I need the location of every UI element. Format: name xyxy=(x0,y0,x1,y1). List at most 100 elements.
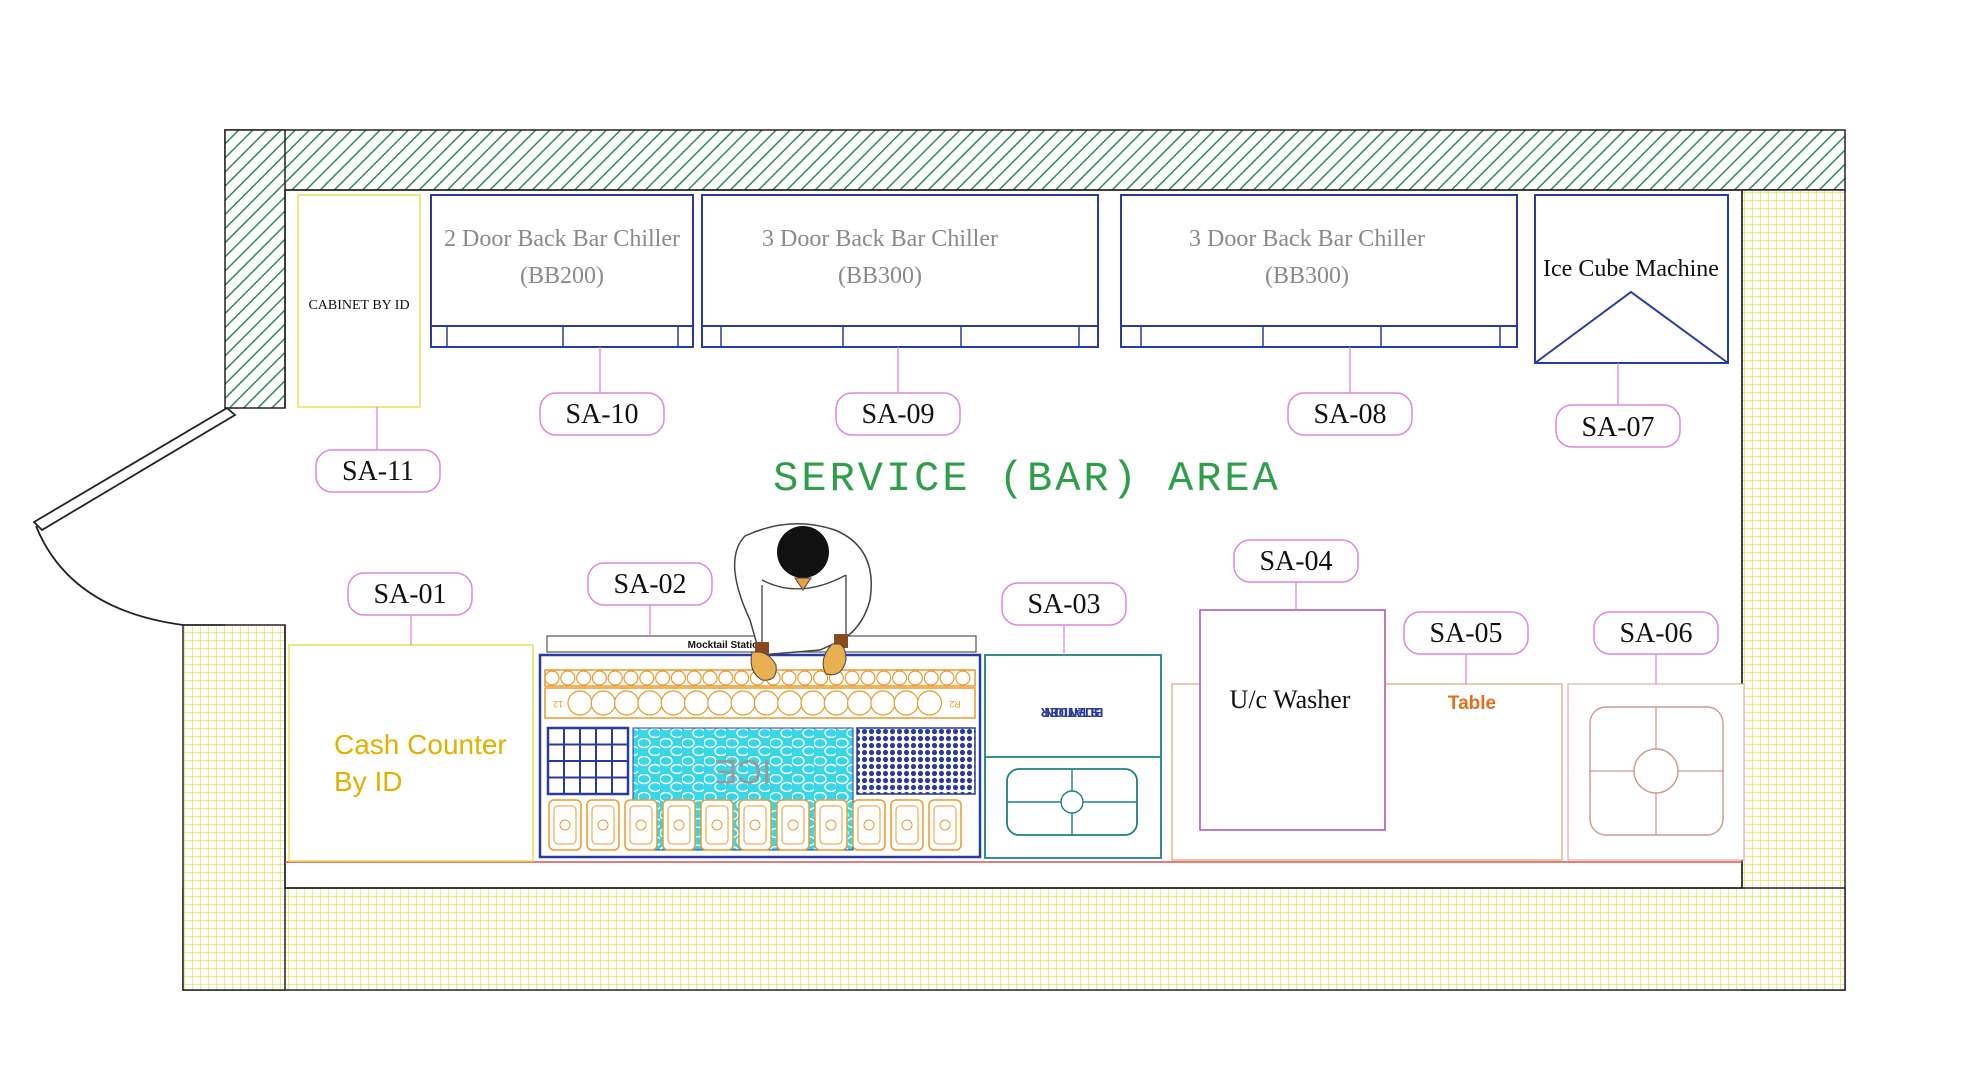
chiller-bb300-a: 3 Door Back Bar Chiller (BB300) xyxy=(701,194,1099,348)
tag-sa02-label: SA-02 xyxy=(613,569,686,600)
tag-sa11-label: SA-11 xyxy=(342,456,414,487)
pan-drain xyxy=(901,819,913,831)
pan-drain xyxy=(939,819,951,831)
chiller-bb300-b-line2: (BB300) xyxy=(1265,263,1349,289)
pan xyxy=(738,799,772,851)
table-label: Table xyxy=(1448,693,1496,714)
bottle-small xyxy=(939,670,955,686)
door xyxy=(32,406,237,626)
cash-counter: Cash Counter By ID xyxy=(288,644,534,862)
bottle-small xyxy=(607,670,623,686)
bottle-small xyxy=(955,670,971,686)
bottle-small xyxy=(702,670,718,686)
bottle-large xyxy=(753,690,780,716)
bottle-large xyxy=(916,690,943,716)
tag-sa09 xyxy=(835,392,961,436)
bottle-small xyxy=(907,670,924,686)
bottle-small xyxy=(591,670,608,686)
tag-sa08 xyxy=(1287,392,1413,436)
equipment-tags: SA-11 SA-10 SA-09 SA-08 SA-07 SA-01 SA-0… xyxy=(315,347,1719,684)
pan-inner xyxy=(743,805,767,845)
chiller-bb200-line2: (BB200) xyxy=(520,263,604,289)
pan-drain xyxy=(711,819,723,831)
tag-sa09-label: SA-09 xyxy=(861,399,934,430)
cash-counter-line2: By ID xyxy=(334,766,402,797)
pan-drain xyxy=(597,819,609,831)
bottle-small xyxy=(623,670,639,686)
bottle-large xyxy=(660,690,686,716)
pan xyxy=(852,799,886,851)
tag-sa05-label: SA-05 xyxy=(1429,618,1502,649)
bottle-large xyxy=(567,690,593,716)
rail-right-label: R2 xyxy=(949,699,961,709)
pan-drain xyxy=(787,819,799,831)
bottle-small xyxy=(686,670,702,686)
tag-sa05 xyxy=(1403,611,1529,655)
tag-sa03 xyxy=(1001,582,1127,626)
tag-sa06-label: SA-06 xyxy=(1619,618,1692,649)
tag-sa01 xyxy=(347,572,473,616)
bottle-large xyxy=(637,690,663,716)
bottle-large xyxy=(823,690,849,716)
chiller-bb300-a-line1: 3 Door Back Bar Chiller xyxy=(762,226,998,252)
bottle-small xyxy=(718,670,734,686)
bottle-small xyxy=(781,670,797,686)
bottle-small xyxy=(860,670,876,686)
blender-station: BLENDER STATION xyxy=(984,654,1162,859)
cash-counter-line1: Cash Counter xyxy=(334,729,507,760)
pan xyxy=(928,799,962,851)
bottle-small xyxy=(575,670,592,686)
pan-inner xyxy=(553,805,577,845)
area-title: SERVICE (BAR) AREA xyxy=(773,455,1281,503)
bartender-figure xyxy=(734,523,872,681)
tag-sa03-label: SA-03 xyxy=(1027,589,1100,620)
bottle-large xyxy=(613,690,640,716)
bottle-small xyxy=(733,670,750,686)
bottle-small xyxy=(876,670,892,686)
bottle-large xyxy=(730,690,756,716)
tag-sa01-label: SA-01 xyxy=(373,579,446,610)
bottle-small xyxy=(544,670,560,686)
pan xyxy=(890,799,924,851)
tag-sa04 xyxy=(1233,539,1359,583)
chiller-bb300-b: 3 Door Back Bar Chiller (BB300) xyxy=(1120,194,1518,348)
bottle-small xyxy=(812,670,829,686)
pan-inner xyxy=(591,805,615,845)
pan-drain xyxy=(863,819,875,831)
bottle-small xyxy=(560,670,576,686)
blender-line2: STATION xyxy=(1044,705,1099,720)
pan-drain xyxy=(635,819,647,831)
pan-drain xyxy=(559,819,571,831)
pan-inner xyxy=(895,805,919,845)
tag-sa10 xyxy=(539,392,665,436)
bottle-large xyxy=(590,690,616,716)
bottle-small xyxy=(797,670,813,686)
bottle-small xyxy=(891,670,908,686)
bottle-large xyxy=(683,690,710,716)
pan xyxy=(586,799,620,851)
bottle-large xyxy=(777,690,803,716)
tag-sa04-label: SA-04 xyxy=(1259,546,1332,577)
ice-machine-label: Ice Cube Machine xyxy=(1543,256,1719,282)
pan-drain xyxy=(673,819,685,831)
washer-label: U/c Washer xyxy=(1230,685,1351,714)
bottle-small xyxy=(654,670,671,686)
pan xyxy=(814,799,848,851)
pan xyxy=(548,799,582,851)
blender-line1: BLENDER xyxy=(1040,705,1103,720)
bottle-small xyxy=(923,670,939,686)
sink xyxy=(1567,683,1745,861)
tag-sa10-label: SA-10 xyxy=(565,399,638,430)
cabinet-label: CABINET BY ID xyxy=(308,298,409,313)
pan-inner xyxy=(857,805,881,845)
walls xyxy=(182,129,1846,991)
bottle-large xyxy=(707,690,733,716)
bottle-small xyxy=(844,670,860,686)
ice-cube-machine: Ice Cube Machine xyxy=(1534,194,1729,364)
ice-label: ICE xyxy=(715,752,772,790)
tag-sa02 xyxy=(587,562,713,606)
pan xyxy=(700,799,734,851)
pan-inner xyxy=(781,805,805,845)
tag-sa11 xyxy=(315,449,441,493)
